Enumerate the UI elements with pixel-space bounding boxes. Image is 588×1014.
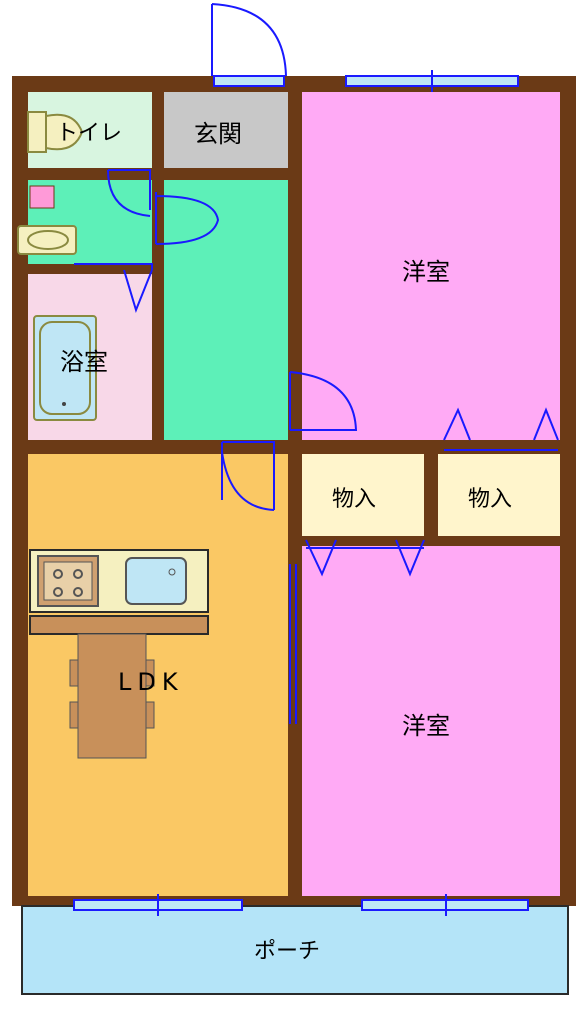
label-ldk: LDK bbox=[118, 668, 184, 696]
label-closet-left: 物入 bbox=[332, 487, 376, 512]
entrance-area bbox=[164, 92, 288, 168]
closet-right-area bbox=[438, 454, 560, 536]
sink bbox=[125, 557, 187, 605]
closet-top-doors bbox=[443, 407, 559, 451]
corridor bbox=[164, 180, 288, 440]
toilet-fixture bbox=[27, 111, 84, 153]
bedroom-top-door bbox=[289, 371, 358, 431]
bathtub-fixture bbox=[33, 315, 97, 421]
windows bbox=[73, 70, 529, 916]
porch-area bbox=[21, 905, 569, 995]
ldk-door bbox=[221, 441, 275, 511]
interior-walls bbox=[28, 92, 560, 896]
label-closet-right: 物入 bbox=[468, 487, 512, 512]
entrance-door bbox=[211, 3, 287, 77]
label-toilet: トイレ bbox=[56, 121, 122, 146]
closet-bottom-doors bbox=[305, 539, 425, 577]
western-room-top bbox=[302, 92, 560, 440]
bedroom-bottom-door bbox=[289, 564, 297, 724]
label-western-room-bottom: 洋室 bbox=[402, 712, 450, 740]
western-room-bottom bbox=[302, 546, 560, 896]
label-bath: 浴室 bbox=[60, 348, 108, 376]
dining-table bbox=[69, 633, 155, 759]
bath-door bbox=[74, 263, 153, 314]
toilet-door bbox=[107, 169, 151, 217]
washbasin-fixture bbox=[17, 225, 77, 255]
label-western-room-top: 洋室 bbox=[402, 258, 450, 286]
label-porch: ポーチ bbox=[254, 939, 320, 964]
label-entrance: 玄関 bbox=[194, 120, 242, 148]
washroom-shelf bbox=[29, 185, 55, 209]
closet-left-area bbox=[302, 454, 424, 536]
kitchen-counter bbox=[29, 549, 209, 635]
doors bbox=[74, 3, 559, 724]
window-entrance bbox=[213, 75, 285, 87]
corridor-door bbox=[155, 192, 220, 245]
